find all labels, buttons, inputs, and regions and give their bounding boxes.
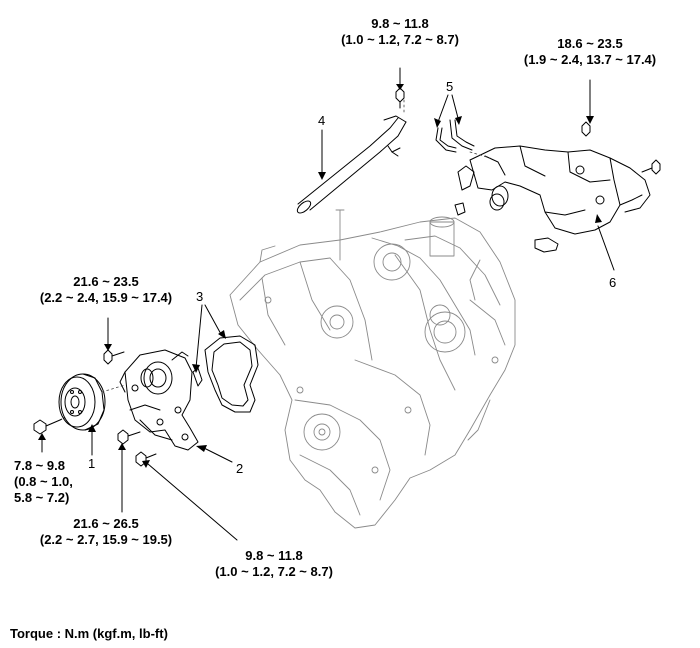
water-pump-gasket bbox=[204, 335, 259, 413]
torque-alt-line2: 5.8 ~ 7.2) bbox=[14, 490, 70, 505]
housing-seal bbox=[454, 193, 559, 253]
torque-nm: 9.8 ~ 11.8 bbox=[245, 548, 303, 563]
pulley-bolt bbox=[33, 417, 65, 435]
thermostat-housing bbox=[457, 145, 651, 235]
torque-nm: 18.6 ~ 23.5 bbox=[557, 36, 623, 51]
pump-lower-bolt bbox=[117, 429, 141, 445]
torque-alt-line1: (0.8 ~ 1.0, bbox=[14, 474, 73, 489]
callout-1: 1 bbox=[88, 456, 96, 471]
water-pump bbox=[119, 349, 199, 451]
torque-alt: (2.2 ~ 2.7, 15.9 ~ 19.5) bbox=[39, 532, 173, 547]
pump-upper-bolt bbox=[103, 349, 125, 365]
torque-spec-thermostat-bolt: 9.8 ~ 11.8 (1.0 ~ 1.2, 7.2 ~ 8.7) bbox=[318, 16, 482, 48]
torque-spec-pump-lower-bolt: 21.6 ~ 26.5 (2.2 ~ 2.7, 15.9 ~ 19.5) bbox=[20, 516, 192, 548]
torque-nm: 9.8 ~ 11.8 bbox=[371, 16, 429, 31]
arrowheads bbox=[38, 84, 602, 468]
water-pump-pulley bbox=[58, 373, 106, 431]
o-ring bbox=[192, 367, 203, 387]
torque-spec-outlet-bolt: 18.6 ~ 23.5 (1.9 ~ 2.4, 13.7 ~ 17.4) bbox=[508, 36, 672, 68]
callout-5: 5 bbox=[446, 79, 454, 94]
torque-nm: 7.8 ~ 9.8 bbox=[14, 458, 65, 473]
torque-spec-pump-small-bolt: 9.8 ~ 11.8 (1.0 ~ 1.2, 7.2 ~ 8.7) bbox=[192, 548, 356, 580]
engine-block bbox=[229, 209, 516, 529]
torque-alt: (2.2 ~ 2.4, 15.9 ~ 17.4) bbox=[39, 290, 173, 305]
torque-nm: 21.6 ~ 23.5 bbox=[73, 274, 139, 289]
callout-6: 6 bbox=[609, 275, 617, 290]
outlet-side-bolt bbox=[641, 159, 661, 175]
callout-2: 2 bbox=[236, 461, 244, 476]
torque-spec-pump-upper-bolt: 21.6 ~ 23.5 (2.2 ~ 2.4, 15.9 ~ 17.4) bbox=[20, 274, 192, 306]
callout-4: 4 bbox=[318, 113, 326, 128]
torque-alt: (1.0 ~ 1.2, 7.2 ~ 8.7) bbox=[215, 564, 333, 579]
torque-alt: (1.0 ~ 1.2, 7.2 ~ 8.7) bbox=[341, 32, 459, 47]
coolant-inlet-pipe bbox=[296, 115, 407, 214]
pipe-bolt bbox=[395, 87, 405, 109]
small-hoses bbox=[435, 119, 475, 153]
leader-lines bbox=[41, 67, 615, 541]
outlet-bolt bbox=[581, 121, 591, 137]
torque-nm: 21.6 ~ 26.5 bbox=[73, 516, 139, 531]
callout-3: 3 bbox=[196, 289, 204, 304]
torque-spec-pulley-bolt: 7.8 ~ 9.8 (0.8 ~ 1.0, 5.8 ~ 7.2) bbox=[14, 458, 73, 506]
torque-units-note: Torque : N.m (kgf.m, lb-ft) bbox=[10, 626, 168, 641]
torque-alt: (1.9 ~ 2.4, 13.7 ~ 17.4) bbox=[523, 52, 657, 67]
